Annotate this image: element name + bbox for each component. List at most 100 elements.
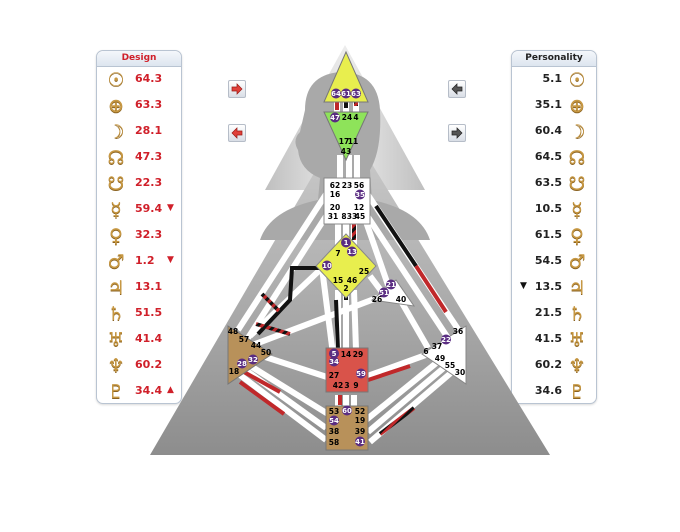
gate-9[interactable]: 9 <box>353 381 358 390</box>
gate-40[interactable]: 40 <box>396 295 406 304</box>
gate-27[interactable]: 27 <box>329 371 339 380</box>
design-value: 28.1 <box>135 124 163 137</box>
gate-4[interactable]: 4 <box>353 113 358 122</box>
gate-49[interactable]: 49 <box>435 354 445 363</box>
gate-26[interactable]: 26 <box>372 295 382 304</box>
gate-57[interactable]: 57 <box>239 335 249 344</box>
gate-60[interactable]: 60 <box>342 407 352 415</box>
channel-35-36-active-black <box>374 204 418 268</box>
gate-56[interactable]: 56 <box>354 181 364 190</box>
gate-20[interactable]: 20 <box>330 203 340 212</box>
gate-64[interactable]: 64 <box>331 90 341 98</box>
gate-24[interactable]: 24 <box>342 113 352 122</box>
gate-2[interactable]: 2 <box>343 284 348 293</box>
gate-16[interactable]: 16 <box>330 190 340 199</box>
gate-22[interactable]: 22 <box>441 336 451 344</box>
gate-44[interactable]: 44 <box>251 341 261 350</box>
gate-19[interactable]: 19 <box>355 416 365 425</box>
gate-41[interactable]: 41 <box>355 438 365 446</box>
gate-15[interactable]: 15 <box>333 276 343 285</box>
gate-activation-marker <box>355 189 365 200</box>
gate-54[interactable]: 54 <box>329 417 339 425</box>
gate-50[interactable]: 50 <box>261 348 271 357</box>
design-row: ☊47.3 <box>97 146 181 170</box>
gate-35[interactable]: 35 <box>355 191 365 199</box>
channel-32-54-active <box>243 370 281 394</box>
personality-row: ♃13.5▼ <box>512 276 596 300</box>
gate-47[interactable]: 47 <box>330 114 340 122</box>
gate-1[interactable]: 1 <box>344 239 349 247</box>
gate-34[interactable]: 34 <box>329 358 339 366</box>
personality-back-button[interactable] <box>448 80 466 98</box>
design-value: 59.4 <box>135 202 163 215</box>
earth-icon: ⊕ <box>569 95 585 117</box>
gate-activation-marker <box>330 112 340 123</box>
gate-28[interactable]: 28 <box>237 360 247 368</box>
gate-10[interactable]: 10 <box>322 262 332 270</box>
gate-62[interactable]: 62 <box>330 181 340 190</box>
personality-forward-button[interactable] <box>448 124 466 142</box>
design-fixing-mark: ▲ <box>167 385 174 395</box>
gate-53[interactable]: 53 <box>329 407 339 416</box>
gate-59[interactable]: 59 <box>356 370 366 378</box>
gate-activation-marker <box>341 237 351 248</box>
design-forward-button[interactable] <box>228 80 246 98</box>
channel-35-36-active-red <box>414 264 448 314</box>
gate-45[interactable]: 45 <box>355 212 365 221</box>
gate-37[interactable]: 37 <box>432 342 442 351</box>
gate-63[interactable]: 63 <box>351 90 361 98</box>
gate-30[interactable]: 30 <box>455 368 465 377</box>
gate-31[interactable]: 31 <box>328 212 338 221</box>
gate-25[interactable]: 25 <box>359 267 369 276</box>
gate-12[interactable]: 12 <box>354 203 364 212</box>
gate-32[interactable]: 32 <box>248 356 258 364</box>
gate-58[interactable]: 58 <box>329 438 339 447</box>
gate-21[interactable]: 21 <box>386 281 396 289</box>
channel-32-54 <box>242 359 330 417</box>
gate-activation-marker <box>347 246 357 257</box>
gate-42[interactable]: 42 <box>333 381 343 390</box>
design-panel-title: Design <box>97 51 181 67</box>
gate-11[interactable]: 11 <box>348 137 358 146</box>
personality-row: ☽60.4 <box>512 120 596 144</box>
personality-value: 10.5 <box>534 202 562 215</box>
design-row: ☋22.3 <box>97 172 181 196</box>
gate-23[interactable]: 23 <box>342 181 352 190</box>
gate-activation-marker <box>342 405 352 416</box>
gate-36[interactable]: 36 <box>453 327 463 336</box>
gate-39[interactable]: 39 <box>355 427 365 436</box>
gate-activation-marker <box>386 279 396 290</box>
gate-17[interactable]: 17 <box>339 137 349 146</box>
gate-13[interactable]: 13 <box>347 248 357 256</box>
gate-14[interactable]: 14 <box>341 350 351 359</box>
personality-row: ☉5.1 <box>512 68 596 92</box>
design-row: ☉64.3 <box>97 68 181 92</box>
mercury-icon: ☿ <box>110 199 122 221</box>
gate-3[interactable]: 3 <box>344 381 349 390</box>
design-back-button[interactable] <box>228 124 246 142</box>
north-node-icon: ☊ <box>568 147 586 169</box>
gate-48[interactable]: 48 <box>228 327 238 336</box>
personality-row: ♀61.5 <box>512 224 596 248</box>
gate-38[interactable]: 38 <box>329 427 339 436</box>
gate-33[interactable]: 33 <box>347 212 357 221</box>
channel-59-6 <box>360 349 436 381</box>
design-row: ♆60.2 <box>97 354 181 378</box>
gate-51[interactable]: 51 <box>379 289 389 297</box>
gate-18[interactable]: 18 <box>229 367 239 376</box>
design-value: 34.4 <box>135 384 163 397</box>
personality-row: ♆60.2 <box>512 354 596 378</box>
gate-6[interactable]: 6 <box>423 347 428 356</box>
gate-29[interactable]: 29 <box>353 350 363 359</box>
gate-52[interactable]: 52 <box>355 407 365 416</box>
gate-8[interactable]: 8 <box>341 212 346 221</box>
gate-5[interactable]: 5 <box>332 350 337 358</box>
gate-7[interactable]: 7 <box>335 249 340 258</box>
gate-55[interactable]: 55 <box>445 361 455 370</box>
gate-43[interactable]: 43 <box>341 147 351 156</box>
design-value: 13.1 <box>135 280 163 293</box>
personality-value: 34.6 <box>534 384 562 397</box>
gate-46[interactable]: 46 <box>347 276 357 285</box>
arrow-right-icon <box>231 83 243 95</box>
gate-61[interactable]: 61 <box>341 90 351 98</box>
